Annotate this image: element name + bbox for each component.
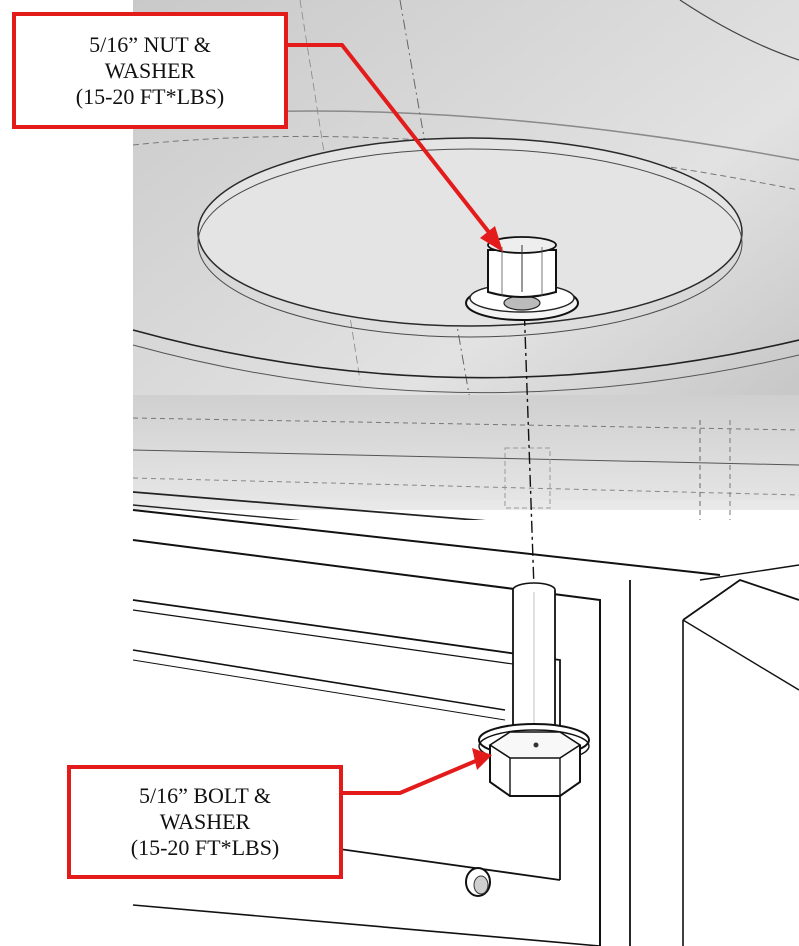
nut-and-washer <box>465 236 579 321</box>
nut-callout-line1: 5/16” NUT & <box>89 31 211 57</box>
bolt-leader-arrow <box>343 748 492 795</box>
nut-callout-line3: (15-20 FT*LBS) <box>75 83 225 109</box>
bolt-callout-line3: (15-20 FT*LBS) <box>130 835 280 860</box>
tub-floor-disc <box>132 137 799 394</box>
nut-callout-line2: WASHER <box>104 57 196 83</box>
nut-washer-callout: 5/16” NUT & WASHER (15-20 FT*LBS) <box>12 12 288 129</box>
bolt-callout-line2: WASHER <box>159 809 251 834</box>
bolt-and-washer <box>478 582 590 797</box>
bolt-callout-line1: 5/16” BOLT & <box>138 783 271 808</box>
nut-leader-arrow <box>288 43 503 252</box>
panel-hole <box>465 867 491 897</box>
bolt-axis <box>521 244 541 761</box>
rim-band <box>132 395 799 561</box>
bolt-washer-callout: 5/16” BOLT & WASHER (15-20 FT*LBS) <box>67 765 343 879</box>
